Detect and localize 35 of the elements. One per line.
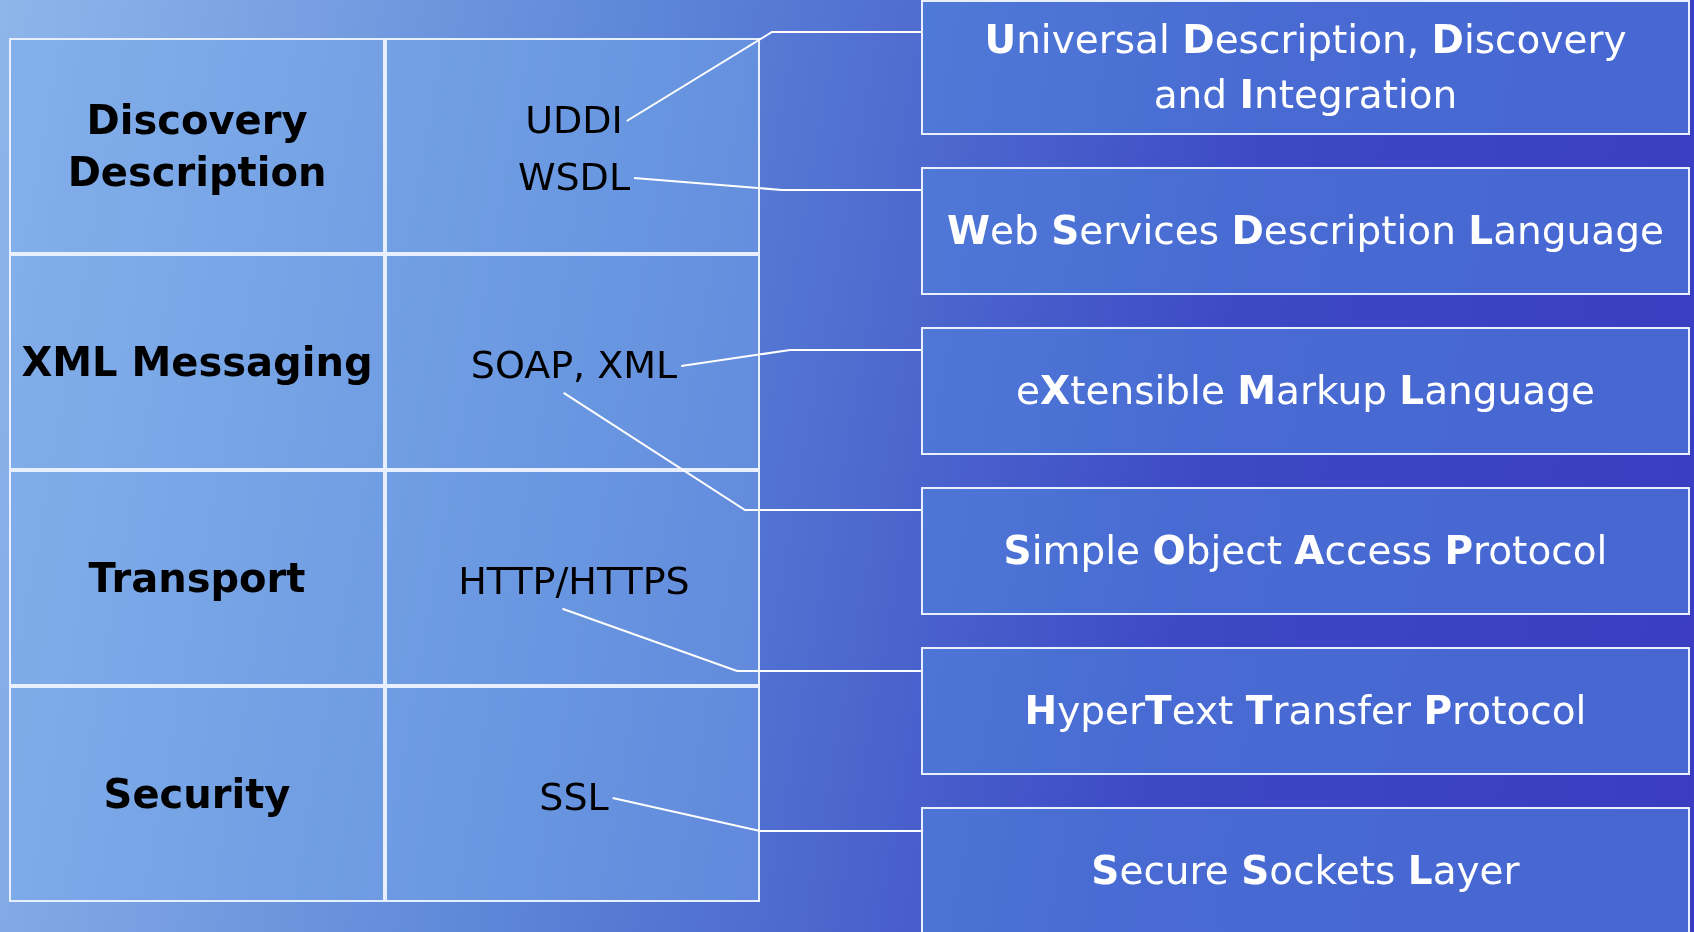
protocol-cell: [385, 686, 760, 902]
protocol-cell: [385, 470, 760, 686]
definition-box: [921, 807, 1690, 932]
layer-cell: [9, 686, 385, 902]
leader-line: [680, 349, 922, 367]
layer-name: Discovery Description: [66, 96, 328, 197]
definition-box: [921, 647, 1690, 775]
definition-text: Universal Description, Discovery and Integration: [983, 15, 1628, 119]
definition-text: Web Services Description Language: [947, 206, 1664, 255]
protocol-acronym: UDDI: [525, 98, 623, 144]
definition-box: [921, 0, 1690, 135]
protocol-cell: [385, 38, 760, 254]
protocol-acronym: HTTP/HTTPS: [458, 559, 690, 605]
definition-text: Simple Object Access Protocol: [1003, 526, 1608, 575]
leader-line: [611, 797, 922, 832]
layer-name: Transport: [88, 554, 306, 603]
layer-cell: [9, 38, 385, 254]
leader-line: [625, 31, 922, 122]
protocol-acronym: SOAP, XML: [470, 343, 678, 389]
protocol-cell: [385, 254, 760, 470]
layer-name: XML Messaging: [21, 338, 373, 387]
definition-text: HyperText Transfer Protocol: [1024, 686, 1587, 735]
leader-line: [562, 391, 922, 511]
leader-line: [561, 607, 922, 672]
leader-line: [633, 177, 922, 191]
definition-text: Secure Sockets Layer: [1091, 846, 1520, 895]
layer-cell: [9, 254, 385, 470]
definition-box: [921, 167, 1690, 295]
layer-name: Security: [103, 770, 291, 819]
definition-box: [921, 487, 1690, 615]
definition-box: [921, 327, 1690, 455]
definition-text: eXtensible Markup Language: [1016, 366, 1595, 415]
protocol-acronym: SSL: [539, 775, 609, 821]
protocol-acronym: WSDL: [517, 155, 631, 201]
layer-cell: [9, 470, 385, 686]
